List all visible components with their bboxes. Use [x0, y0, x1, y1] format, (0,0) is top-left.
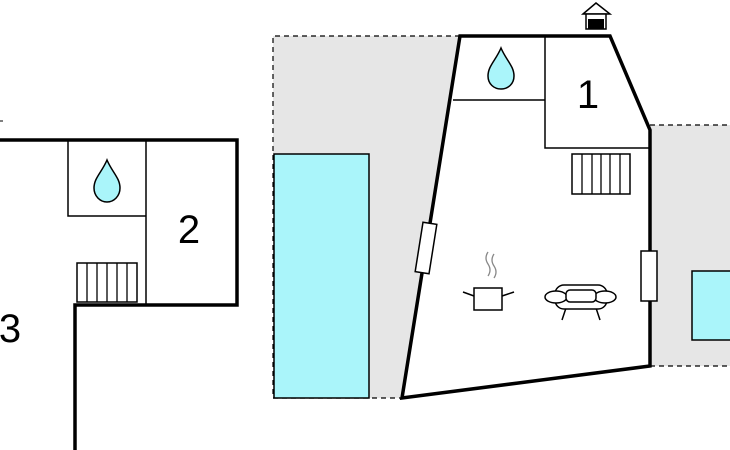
sofa-icon: [544, 284, 617, 321]
water-drop-icon: [487, 46, 515, 90]
window-icon: [414, 221, 438, 275]
pool-icon: [691, 270, 730, 341]
room-label-2: 2: [178, 208, 200, 252]
room-1-wall: [544, 36, 650, 149]
room-label-1: 1: [577, 73, 599, 117]
bathroom-left-wall: [67, 140, 146, 217]
room-label-3: 3: [0, 307, 21, 351]
radiator-icon: [76, 262, 138, 303]
window-icon: [640, 250, 658, 302]
radiator-icon: [571, 153, 631, 195]
cooking-pot-icon: [462, 251, 515, 311]
chimney-icon: [580, 2, 613, 30]
water-drop-icon: [93, 158, 121, 203]
building-left-walls: [0, 138, 239, 450]
pool-icon: [273, 153, 370, 399]
